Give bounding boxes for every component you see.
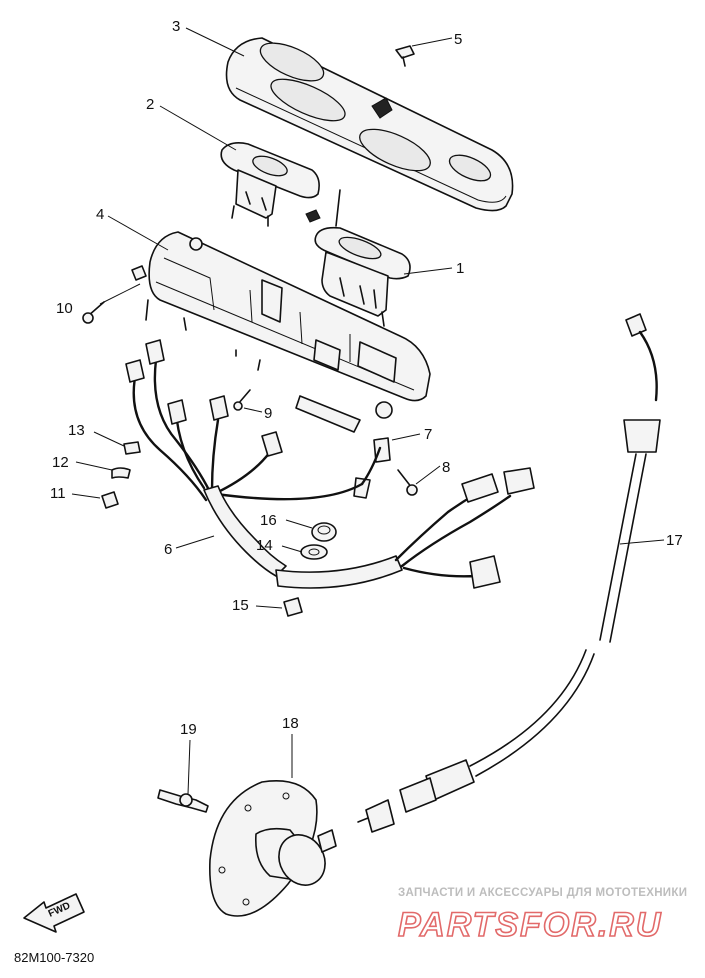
part-13-clip [123, 441, 141, 455]
watermark-brand: PARTSFOR.RU [398, 906, 662, 944]
part-12-clip [111, 467, 131, 479]
callout-2: 2 [146, 96, 154, 113]
part-1-meter-assembly [305, 189, 411, 327]
part-15-nut [283, 597, 303, 617]
part-4-meter-case [131, 231, 431, 433]
leader-lines [71, 27, 665, 795]
part-8-screw [397, 469, 418, 496]
callout-16: 16 [260, 512, 277, 529]
callout-5: 5 [454, 31, 462, 48]
callout-17: 17 [666, 532, 683, 549]
fwd-arrow-icon: FWD [23, 893, 85, 933]
callout-14: 14 [256, 537, 273, 554]
part-18-gear-unit [209, 780, 337, 917]
part-6-wire-harness [125, 339, 535, 589]
callout-13: 13 [68, 422, 85, 439]
callout-11: 11 [50, 485, 66, 502]
callout-18: 18 [282, 715, 299, 732]
callout-1: 1 [456, 260, 464, 277]
callout-labels: 3 5 2 4 1 10 9 7 8 13 12 11 6 16 14 15 1… [50, 18, 683, 738]
watermark-tagline: ЗАПЧАСТИ И АКСЕССУАРЫ ДЛЯ МОТОТЕХНИКИ [398, 887, 687, 899]
callout-19: 19 [180, 721, 197, 738]
part-17-speedometer-cable [357, 313, 661, 833]
watermark: ЗАПЧАСТИ И АКСЕССУАРЫ ДЛЯ МОТОТЕХНИКИ PA… [397, 887, 687, 945]
callout-8: 8 [442, 459, 450, 476]
callout-10: 10 [56, 300, 73, 317]
callout-12: 12 [52, 454, 69, 471]
part-3-meter-cover [225, 37, 514, 212]
part-10-screw [82, 301, 105, 324]
part-7-socket [353, 437, 391, 499]
wire-connector-pins [125, 339, 283, 457]
callout-7: 7 [424, 426, 432, 443]
callout-3: 3 [172, 18, 180, 35]
callout-9: 9 [264, 405, 272, 422]
part-14-washer [300, 544, 328, 560]
callout-15: 15 [232, 597, 249, 614]
part-11-nut [101, 491, 119, 509]
part-9-screw [233, 389, 251, 411]
drawing-code: 82M100-7320 [14, 950, 94, 965]
part-19-pin [157, 789, 209, 813]
callout-6: 6 [164, 541, 172, 558]
part-2-meter-assembly [220, 142, 320, 227]
part-16-grommet [311, 522, 337, 542]
callout-4: 4 [96, 206, 104, 223]
part-5-screw [395, 45, 415, 67]
